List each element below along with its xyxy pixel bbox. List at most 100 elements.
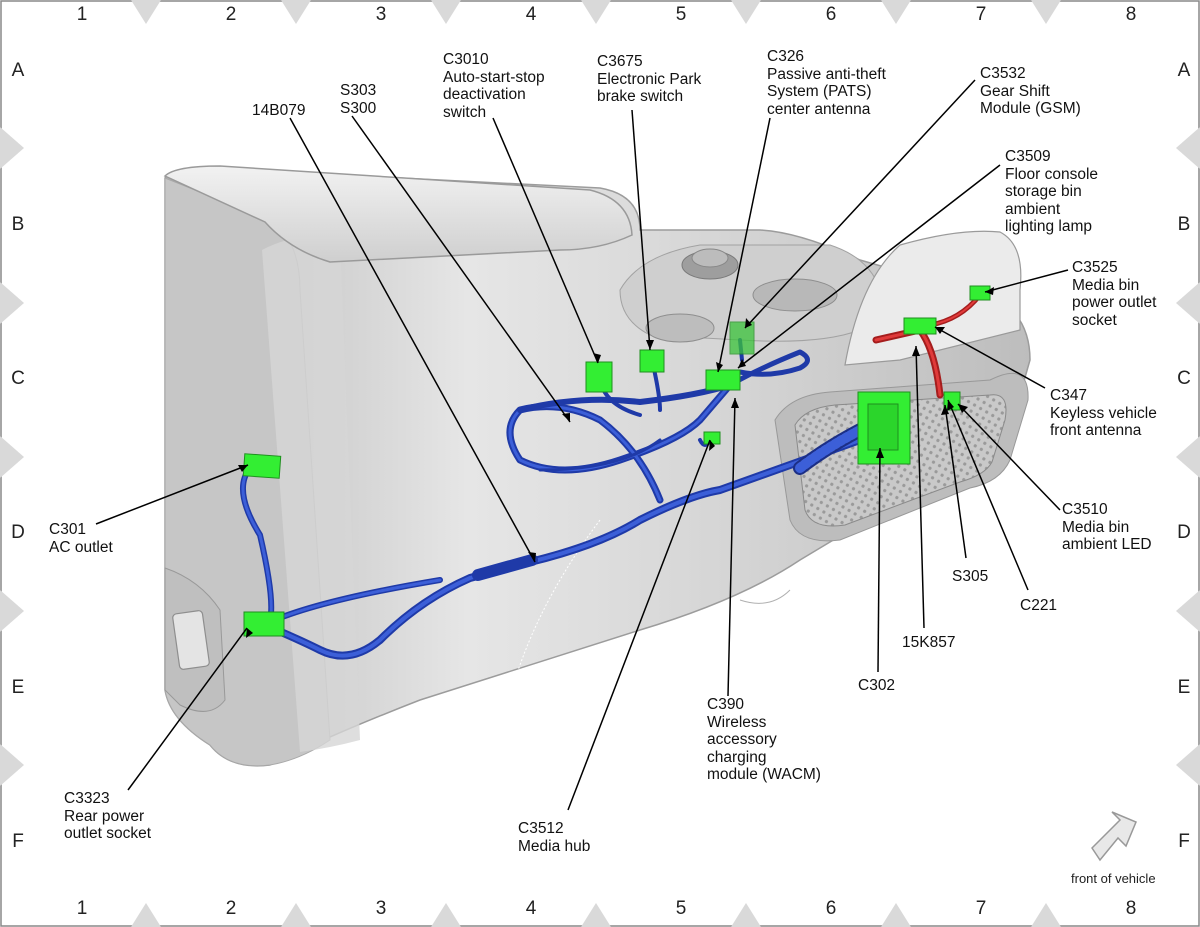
grid-row-b: B	[11, 214, 25, 235]
callout-code: C302	[858, 677, 896, 694]
callout-desc-line: ambient	[1005, 200, 1061, 218]
callout-desc-line: AC outlet	[49, 538, 113, 556]
callout-desc-line: Keyless vehicle	[1050, 404, 1157, 422]
callout-code: S305	[952, 568, 989, 585]
grid-row-e: E	[11, 677, 25, 698]
callout-c390: C390 Wireless accessory charging module …	[707, 696, 821, 784]
connector-c3010	[585, 361, 613, 393]
callout-c347: C347 Keyless vehicle front antenna	[1050, 387, 1157, 440]
grid-col-6-bottom: 6	[825, 898, 837, 919]
callout-desc-line: center antenna	[767, 100, 871, 118]
callout-desc-line: accessory	[707, 731, 777, 748]
callout-desc-line: S300	[340, 99, 377, 117]
callout-desc-line: switch	[443, 103, 487, 121]
callout-c3675: C3675 Electronic Park brake switch	[597, 53, 701, 106]
callout-desc-line: lighting lamp	[1005, 218, 1093, 235]
grid-row-e-right: E	[1177, 677, 1191, 698]
callout-desc-line: ambient LED	[1062, 536, 1152, 553]
callout-c326: C326 Passive anti-theft System (PATS) ce…	[767, 48, 886, 118]
callout-desc-line: outlet socket	[64, 825, 152, 842]
connector-c302-slot	[867, 403, 899, 451]
grid-col-4: 4	[525, 4, 537, 25]
callout-desc-line: Module (GSM)	[980, 100, 1081, 117]
grid-col-8-bottom: 8	[1125, 898, 1137, 919]
callout-code: S303	[340, 82, 377, 99]
grid-row-f: F	[12, 831, 24, 852]
grid-col-5: 5	[675, 4, 687, 25]
connector-c326	[729, 321, 755, 355]
grid-row-b-right: B	[1177, 214, 1191, 235]
callout-desc-line: socket	[1072, 311, 1117, 329]
grid-col-2: 2	[225, 4, 237, 25]
connector-c390	[705, 369, 741, 391]
grid-col-8: 8	[1125, 4, 1137, 25]
callout-desc-line: Media bin	[1062, 518, 1130, 536]
callout-code: C3525	[1072, 259, 1118, 276]
callout-code: 15K857	[902, 634, 956, 651]
callout-desc-line: Passive anti-theft	[767, 65, 886, 83]
connectors	[242, 285, 991, 637]
callout-code: C3532	[980, 65, 1026, 82]
callout-code: C3509	[1005, 148, 1051, 165]
callout-code: C347	[1050, 387, 1088, 404]
callout-desc-line: Wireless	[707, 713, 767, 731]
connector-c3512	[703, 431, 721, 445]
grid-col-1: 1	[76, 4, 88, 25]
connector-c347	[903, 317, 937, 335]
callout-desc-line: power outlet	[1072, 294, 1157, 311]
callout-code: C3323	[64, 790, 110, 807]
grid-col-4-bottom: 4	[525, 898, 537, 919]
callout-code: C221	[1020, 597, 1058, 614]
callout-desc-line: Floor console	[1005, 165, 1099, 183]
callout-c3510: C3510 Media bin ambient LED	[1062, 501, 1152, 554]
callout-code: C326	[767, 48, 805, 65]
callout-code: C390	[707, 696, 745, 713]
callout-c221: C221	[1020, 597, 1057, 615]
callout-desc-line: charging	[707, 748, 767, 766]
callout-code: C3510	[1062, 501, 1108, 518]
callout-desc-line: brake switch	[597, 88, 684, 105]
callout-c3512: C3512 Media hub	[518, 820, 590, 855]
callout-c3010: C3010 Auto-start-stop deactivation switc…	[443, 51, 545, 121]
callout-desc-line: front antenna	[1050, 422, 1142, 439]
front-arrow-icon	[1091, 811, 1137, 862]
callout-s303-s300: S303 S300	[340, 82, 376, 117]
grid-col-5-bottom: 5	[675, 898, 687, 919]
grid-row-d-right: D	[1177, 522, 1191, 543]
grid-row-a: A	[11, 60, 25, 81]
callout-s305: S305	[952, 568, 988, 586]
callout-code: C3675	[597, 53, 643, 70]
grid-col-2-bottom: 2	[225, 898, 237, 919]
grid-row-c-right: C	[1177, 368, 1191, 389]
callout-c3509: C3509 Floor console storage bin ambient …	[1005, 148, 1098, 236]
grid-row-c: C	[11, 368, 25, 389]
connector-c3525	[969, 285, 991, 301]
callout-desc-line: Media hub	[518, 837, 591, 855]
grid-col-6: 6	[825, 4, 837, 25]
callout-desc-line: System (PATS)	[767, 83, 872, 100]
callout-desc-line: Electronic Park	[597, 70, 702, 88]
grid-row-f-right: F	[1178, 831, 1190, 852]
grid-col-3: 3	[375, 4, 387, 25]
callout-c3532: C3532 Gear Shift Module (GSM)	[980, 65, 1081, 118]
grid-col-1-bottom: 1	[76, 898, 88, 919]
callout-desc-line: Gear Shift	[980, 82, 1050, 100]
callout-c3323: C3323 Rear power outlet socket	[64, 790, 151, 843]
callout-code: C3512	[518, 820, 564, 837]
callout-desc-line: storage bin	[1005, 183, 1082, 200]
callout-code: C301	[49, 521, 87, 538]
callout-desc-line: deactivation	[443, 86, 526, 103]
grid-row-a-right: A	[1177, 60, 1191, 81]
connector-c301	[242, 453, 282, 479]
grid-col-3-bottom: 3	[375, 898, 387, 919]
callout-c3525: C3525 Media bin power outlet socket	[1072, 259, 1156, 329]
callout-14b079: 14B079	[252, 102, 305, 120]
callout-15k857: 15K857	[902, 634, 955, 652]
callout-c302: C302	[858, 677, 895, 695]
grid-row-d: D	[11, 522, 25, 543]
front-of-vehicle-label: front of vehicle	[1071, 871, 1156, 886]
arrowheads	[238, 287, 994, 638]
callout-c301: C301 AC outlet	[49, 521, 113, 556]
